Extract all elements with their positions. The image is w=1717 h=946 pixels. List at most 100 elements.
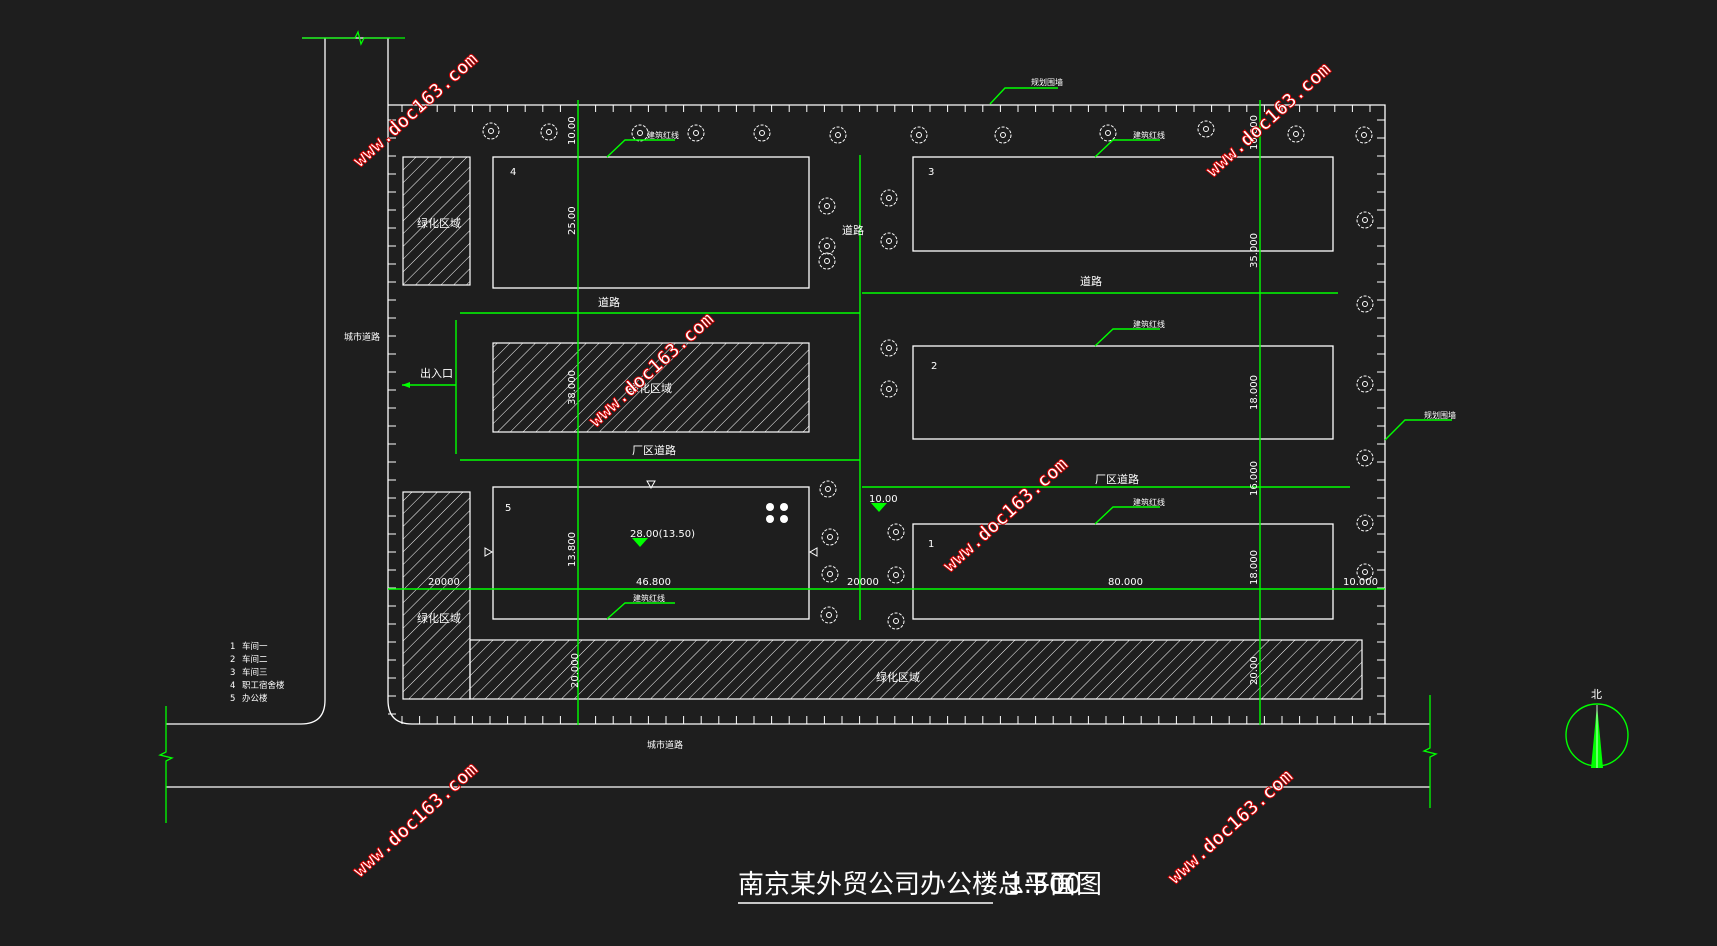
tree-symbol	[819, 480, 837, 498]
entrance-label: 出入口	[420, 366, 453, 380]
factory-road-right-label: 厂区道路	[1095, 472, 1139, 486]
green-area-center	[492, 342, 810, 433]
building-number: 4	[510, 167, 516, 178]
tree-symbol	[1356, 295, 1374, 313]
factory-road-left-label: 厂区道路	[632, 443, 676, 457]
tree-symbol	[482, 122, 500, 140]
drawing-title: 南京某外贸公司办公楼总平面图	[738, 870, 1102, 900]
tree-symbol	[1356, 563, 1374, 581]
tree-symbol	[687, 124, 705, 142]
building-number: 2	[931, 361, 937, 372]
dim-b5-width: 46.800	[636, 577, 671, 588]
dim-green-center: 38.000	[567, 370, 578, 405]
city-road-outline	[166, 37, 1430, 788]
building-number: 5	[505, 503, 511, 514]
build-line-label: 建筑红线	[1133, 497, 1165, 507]
tree-symbol	[887, 612, 905, 630]
elevation-b5: 28.00(13.50)	[630, 529, 695, 540]
city-road-bottom-label: 城市道路	[647, 739, 683, 751]
north-arrow: 北	[1565, 688, 1629, 768]
build-line-label: 建筑红线	[1133, 319, 1165, 329]
build-line-label: 建筑红线	[1133, 130, 1165, 140]
legend-num: 4	[230, 681, 235, 691]
trees	[482, 120, 1374, 630]
tree-symbol	[818, 237, 836, 255]
dim-bottom-left: 20.000	[570, 653, 581, 688]
elevation-ground: 10.00	[869, 494, 898, 505]
arrows	[484, 480, 818, 557]
watermark: www.doc163.com	[349, 48, 483, 172]
legend-num: 5	[230, 694, 235, 704]
dim-b5-height: 13.800	[567, 532, 578, 567]
tree-symbol	[631, 124, 649, 142]
green-area-label: 绿化区域	[876, 670, 920, 684]
dim-gap: 16.000	[1249, 461, 1260, 496]
legend-name: 办公楼	[242, 693, 268, 704]
dim-right-margin: 10.000	[1343, 577, 1378, 588]
watermark: www.doc163.com	[349, 758, 483, 882]
dim-bottom-right: 20.00	[1249, 656, 1260, 685]
building-4	[492, 156, 810, 289]
tree-symbol	[1287, 125, 1305, 143]
road-right-upper-label: 道路	[1080, 274, 1102, 288]
dim-road-width: 20000	[847, 577, 879, 588]
tree-symbol	[1099, 124, 1117, 142]
build-line-label: 建筑红线	[633, 593, 665, 603]
watermarks: www.doc163.com www.doc163.com www.doc163…	[348, 48, 1336, 889]
green-areas	[402, 156, 1363, 700]
dim-left-strip: 20000	[428, 577, 460, 588]
dots	[766, 503, 788, 523]
legend: 1 车间一 2 车间二 3 车间三 4 职工宿舍楼 5 办公楼	[230, 641, 285, 704]
tree-symbol	[1356, 211, 1374, 229]
tree-symbol	[880, 339, 898, 357]
tree-symbol	[818, 252, 836, 270]
green-area-label: 绿化区域	[628, 381, 672, 395]
legend-num: 2	[230, 655, 235, 665]
green-area-top-left	[402, 156, 471, 286]
tree-symbol	[829, 126, 847, 144]
road-vertical-label: 道路	[842, 223, 864, 237]
tree-symbol	[880, 232, 898, 250]
tree-symbol	[753, 124, 771, 142]
tree-symbol	[821, 528, 839, 546]
legend-name: 车间三	[242, 667, 268, 678]
dim-b1: 18.000	[1249, 550, 1260, 585]
tree-symbol	[994, 126, 1012, 144]
dim-b3: 35.000	[1249, 233, 1260, 268]
dim-top-right: 10.000	[1249, 115, 1260, 150]
watermark: www.doc163.com	[1202, 58, 1336, 182]
green-area-bottom-left	[402, 491, 471, 700]
road-lines	[388, 87, 1452, 725]
tree-symbol	[880, 380, 898, 398]
tree-symbol	[818, 197, 836, 215]
legend-num: 3	[230, 668, 235, 678]
green-area-bottom	[469, 639, 1363, 700]
tree-symbol	[880, 189, 898, 207]
green-area-label: 绿化区域	[417, 611, 461, 625]
drawing-title-block: 南京某外贸公司办公楼总平面图 1:500	[738, 870, 1102, 904]
tree-symbol	[820, 606, 838, 624]
legend-num: 1	[230, 642, 235, 652]
wall-ticks	[388, 105, 1385, 724]
building-1	[912, 523, 1334, 620]
tree-symbol	[1356, 375, 1374, 393]
building-number: 3	[928, 167, 934, 178]
legend-name: 车间一	[242, 641, 268, 652]
tree-symbol	[1197, 120, 1215, 138]
tree-symbol	[540, 123, 558, 141]
tree-symbol	[887, 523, 905, 541]
dim-b1-width: 80.000	[1108, 577, 1143, 588]
building-3	[912, 156, 1334, 252]
watermark: www.doc163.com	[1164, 765, 1298, 889]
legend-name: 职工宿舍楼	[242, 680, 285, 691]
north-label: 北	[1591, 688, 1602, 701]
dim-b4-height: 25.00	[567, 206, 578, 235]
tree-symbol	[887, 566, 905, 584]
building-2	[912, 345, 1334, 440]
build-line-label: 建筑红线	[647, 130, 679, 140]
site-boundary	[388, 104, 1386, 724]
break-lines	[158, 30, 1438, 823]
tree-symbol	[1356, 449, 1374, 467]
drawing-scale: 1:500	[1007, 870, 1082, 900]
